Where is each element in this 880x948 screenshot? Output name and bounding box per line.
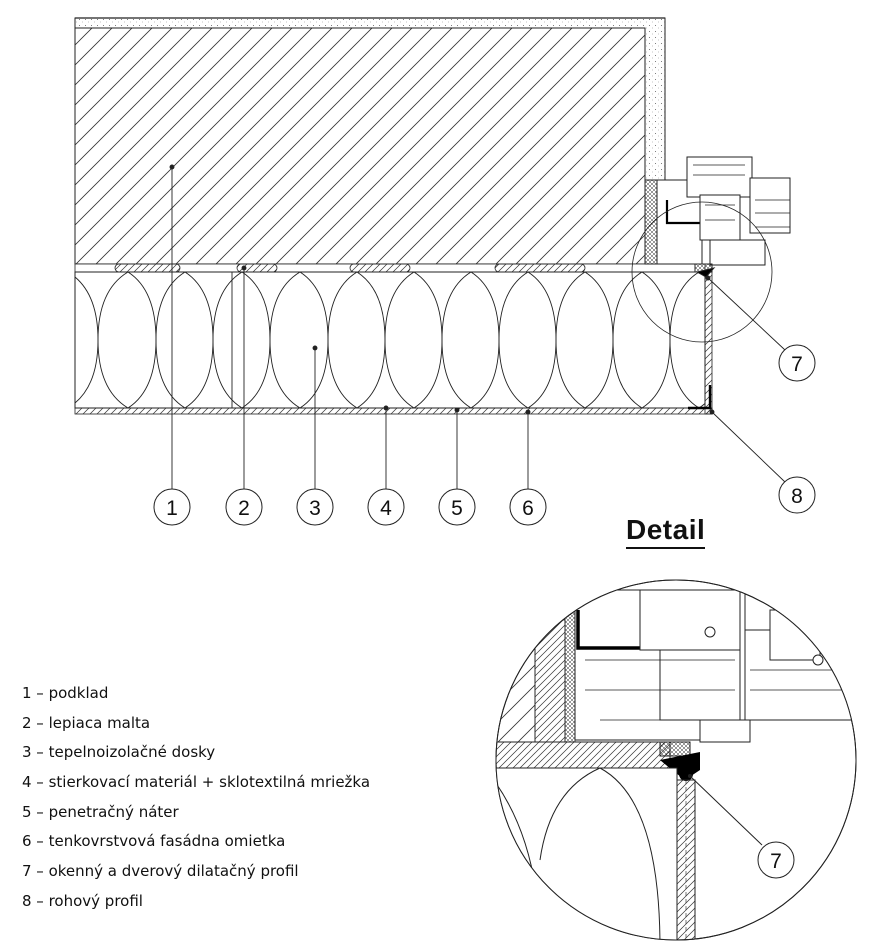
detail-title: Detail	[626, 514, 706, 549]
substrate-podklad	[74, 27, 646, 265]
callouts: 1 2 3 4 5 6 7 8	[153, 344, 816, 526]
leader-lines	[169, 164, 786, 489]
svg-text:3: 3	[309, 497, 321, 520]
legend-item: 2 – lepiaca malta	[22, 713, 151, 732]
callout-8: 8	[778, 476, 816, 514]
svg-text:7: 7	[791, 353, 803, 376]
callout-7: 7	[778, 344, 816, 382]
callout-5: 5	[438, 488, 476, 526]
legend-item: 7 – okenný a dverový dilatačný profil	[22, 862, 299, 881]
detail-magnified-view: 7	[495, 579, 857, 941]
legend-item: 5 – penetračný náter	[22, 802, 179, 821]
detail-callout-7: 7	[757, 841, 795, 879]
detail-indicator-circle	[631, 201, 773, 343]
insulation-hatch	[75, 272, 705, 408]
corner-profile	[688, 385, 712, 410]
legend-item: 1 – podklad	[22, 684, 109, 702]
window-frame	[644, 156, 791, 278]
insulation-boards	[74, 271, 706, 409]
callout-4: 4	[367, 488, 405, 526]
callout-1: 1	[153, 488, 191, 526]
svg-text:5: 5	[451, 497, 463, 520]
legend-item: 6 – tenkovrstvová fasádna omietka	[22, 832, 286, 851]
svg-text:2: 2	[238, 497, 250, 520]
legend-item: 3 – tepelnoizolačné dosky	[22, 743, 216, 762]
legend-item: 4 – stierkovací materiál + sklotextilná …	[22, 773, 371, 792]
legend-item: 8 – rohový profil	[22, 891, 143, 910]
legend-list: 1 – podklad 2 – lepiaca malta 3 – tepeln…	[22, 683, 370, 921]
callout-3: 3	[296, 488, 334, 526]
svg-text:6: 6	[522, 497, 534, 520]
svg-text:8: 8	[791, 485, 803, 508]
render-layers	[74, 407, 713, 415]
callout-2: 2	[225, 488, 263, 526]
svg-text:1: 1	[166, 497, 178, 520]
svg-text:7: 7	[770, 850, 782, 873]
main-section	[74, 17, 791, 489]
callout-6: 6	[509, 488, 547, 526]
svg-text:4: 4	[380, 497, 392, 520]
